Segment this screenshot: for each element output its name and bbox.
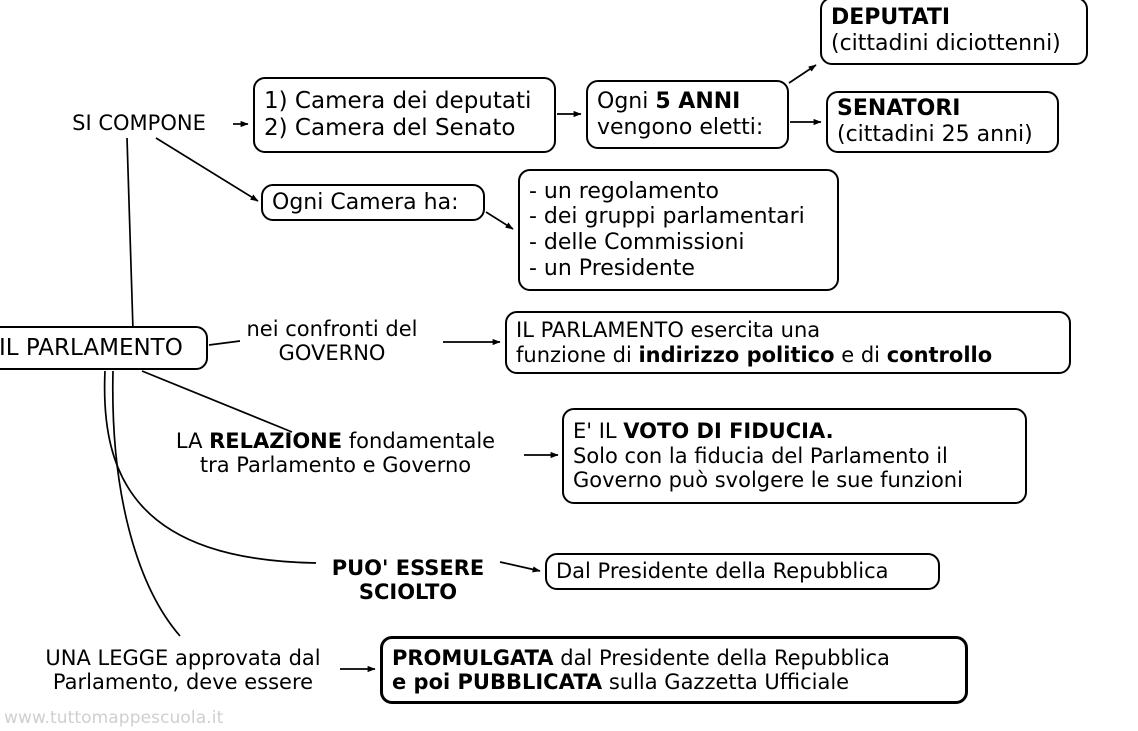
node-voto-di-fiducia[interactable]: E' IL VOTO DI FIDUCIA. Solo con la fiduc… [562, 408, 1027, 504]
camera-list-item-2: - dei gruppi parlamentari [529, 204, 805, 230]
node-senatori[interactable]: SENATORI (cittadini 25 anni) [826, 91, 1059, 153]
presidente-repubblica-label: Dal Presidente della Repubblica [556, 559, 889, 584]
node-dal-presidente-della-repubblica[interactable]: Dal Presidente della Repubblica [545, 553, 940, 590]
edge-parlamento-to-legge [111, 370, 181, 637]
node-deputati[interactable]: DEPUTATI (cittadini diciottenni) [820, 0, 1088, 65]
pubblicata-strong: e poi PUBBLICATA [392, 670, 603, 694]
node-relazione-fondamentale[interactable]: LA RELAZIONE fondamentale tra Parlamento… [148, 423, 523, 483]
ogni-5-anni-strong: 5 ANNI [655, 88, 741, 114]
esercita-line-1: IL PARLAMENTO esercita una [516, 318, 821, 343]
esercita-strong-indirizzo-politico: indirizzo politico [638, 342, 835, 367]
relazione-line-1: LA RELAZIONE fondamentale [175, 428, 496, 453]
edge-sciolto-to-presidente [499, 561, 541, 573]
fiducia-strong: VOTO DI FIDUCIA. [623, 419, 834, 444]
sciolto-line-1: PUO' ESSERE [331, 555, 485, 580]
node-ogni-5-anni[interactable]: Ogni 5 ANNI vengono eletti: [586, 80, 789, 149]
senatori-subtitle: (cittadini 25 anni) [837, 122, 1033, 147]
camere-line-1: 1) Camera dei deputati [264, 88, 532, 115]
node-il-parlamento[interactable]: IL PARLAMENTO [0, 326, 208, 370]
ogni-5-anni-line-1: Ogni 5 ANNI [597, 89, 778, 115]
promulgata-line-2: e poi PUBBLICATA sulla Gazzetta Ufficial… [392, 670, 850, 694]
relazione-strong: RELAZIONE [209, 428, 343, 453]
fiducia-line-3: Governo può svolgere le sue funzioni [573, 468, 963, 493]
edge-ogni-camera-to-list [485, 211, 514, 230]
senatori-title: SENATORI [837, 96, 961, 122]
camera-list-item-4: - un Presidente [529, 255, 695, 281]
node-nei-confronti-del-governo[interactable]: nei confronti del GOVERNO [232, 311, 432, 371]
promulgata-line-1: PROMULGATA dal Presidente della Repubbli… [392, 645, 890, 670]
node-funzione-indirizzo-politico[interactable]: IL PARLAMENTO esercita una funzione di i… [505, 311, 1071, 374]
camera-list-item-3: - delle Commissioni [529, 230, 745, 255]
camera-list-item-1: - un regolamento [529, 178, 719, 204]
node-camere[interactable]: 1) Camera dei deputati 2) Camera del Sen… [253, 77, 556, 153]
node-si-compone[interactable]: SI COMPONE [48, 107, 230, 139]
edge-ogni5anni-to-deputati [788, 64, 817, 84]
promulgata-strong: PROMULGATA [392, 645, 554, 670]
fiducia-line-2: Solo con la fiducia del Parlamento il [573, 443, 948, 468]
deputati-title: DEPUTATI [831, 5, 951, 31]
edge-si-compone-to-ogni-camera [155, 137, 259, 202]
edge-parlamento-to-si-compone [126, 137, 134, 331]
node-ogni-camera-ha[interactable]: Ogni Camera ha: [261, 184, 485, 221]
node-una-legge[interactable]: UNA LEGGE approvata dal Parlamento, deve… [18, 640, 348, 700]
legge-line-1: UNA LEGGE approvata dal [45, 645, 321, 670]
si-compone-label: SI COMPONE [72, 110, 206, 135]
il-parlamento-label: IL PARLAMENTO [0, 334, 183, 361]
sciolto-line-2: SCIOLTO [358, 580, 458, 604]
esercita-line-2: funzione di indirizzo politico e di cont… [516, 342, 993, 367]
nei-confronti-line-1: nei confronti del [246, 316, 418, 341]
ogni-5-anni-prefix: Ogni [597, 88, 656, 114]
node-puo-essere-sciolto[interactable]: PUO' ESSERE SCIOLTO [318, 550, 498, 610]
esercita-strong-controllo: controllo [886, 342, 993, 367]
relazione-line-2: tra Parlamento e Governo [199, 453, 472, 477]
nei-confronti-line-2: GOVERNO [278, 341, 386, 365]
fiducia-line-1: E' IL VOTO DI FIDUCIA. [573, 419, 834, 444]
ogni-5-anni-line-2: vengono eletti: [597, 114, 764, 140]
ogni-camera-ha-label: Ogni Camera ha: [272, 189, 459, 215]
deputati-subtitle: (cittadini diciottenni) [831, 31, 1061, 56]
watermark: www.tuttomappescuola.it [4, 708, 224, 728]
camere-line-2: 2) Camera del Senato [264, 115, 516, 141]
legge-line-2: Parlamento, deve essere [52, 670, 314, 694]
node-camera-list[interactable]: - un regolamento - dei gruppi parlamenta… [518, 169, 839, 291]
node-promulgata-pubblicata[interactable]: PROMULGATA dal Presidente della Repubbli… [380, 636, 968, 704]
